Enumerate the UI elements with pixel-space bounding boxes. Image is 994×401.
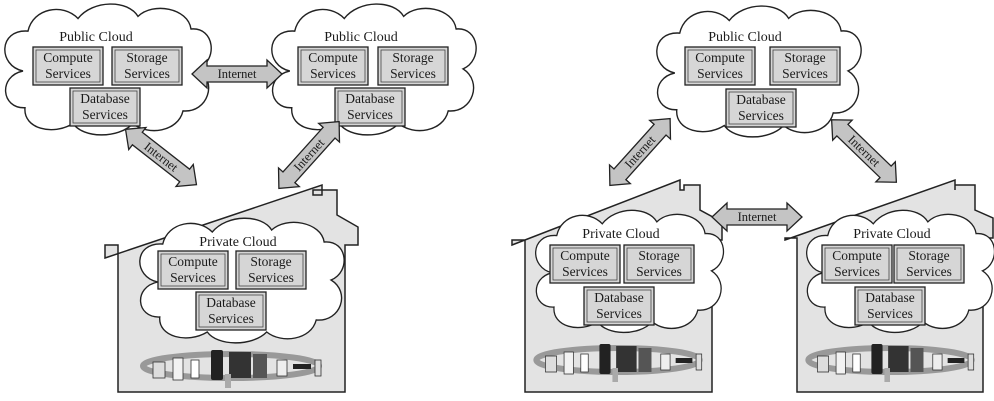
private-cloud-right-a-title: Private Cloud (582, 227, 659, 242)
storage-label-c1: Storage (784, 50, 825, 65)
database-label-a2: Services (82, 107, 128, 122)
compute-label-p1b: Services (170, 270, 216, 285)
storage-label-p1a: Storage (250, 254, 291, 269)
compute-label-c1: Compute (695, 50, 745, 65)
compute-label-p2b: Services (562, 264, 608, 279)
compute-label-a1: Compute (43, 50, 93, 65)
storage-label-b2: Services (390, 66, 436, 81)
storage-label-p2a: Storage (638, 248, 679, 263)
internet-arrow-top: Internet (191, 59, 283, 89)
database-label-a1: Database (80, 91, 129, 106)
compute-label-c2: Services (697, 66, 743, 81)
public-cloud-b-title: Public Cloud (324, 30, 398, 45)
internet-label-right: Internet (291, 135, 328, 174)
public-cloud-c-title: Public Cloud (708, 30, 782, 45)
public-cloud-a-title: Public Cloud (59, 30, 133, 45)
compute-label-b2: Services (310, 66, 356, 81)
database-label-p1a: Database (206, 295, 255, 310)
internet-label-between: Internet (738, 210, 777, 224)
database-label-b2: Services (347, 107, 393, 122)
compute-label-p3b: Services (834, 264, 880, 279)
database-label-p2a: Database (594, 290, 643, 305)
private-cloud-right-b-title: Private Cloud (853, 227, 930, 242)
database-label-c1: Database (736, 92, 785, 107)
database-label-b1: Database (345, 91, 394, 106)
private-cloud-left-title: Private Cloud (199, 235, 276, 250)
compute-label-p3a: Compute (832, 248, 882, 263)
storage-label-c2: Services (782, 66, 828, 81)
storage-label-p3b: Services (906, 264, 952, 279)
internet-arrow-between-houses: Internet (711, 202, 803, 232)
database-label-p3b: Services (867, 306, 913, 321)
storage-label-a2: Services (124, 66, 170, 81)
database-label-p1b: Services (208, 311, 254, 326)
internet-arrow-right-diagram-right: Internet (821, 109, 907, 193)
compute-label-a2: Services (45, 66, 91, 81)
database-label-p2b: Services (596, 306, 642, 321)
internet-label-rd-right: Internet (845, 132, 883, 169)
compute-label-b1: Compute (308, 50, 358, 65)
storage-label-a1: Storage (126, 50, 167, 65)
storage-label-b1: Storage (392, 50, 433, 65)
internet-label-rd-left: Internet (622, 132, 659, 171)
compute-label-p2a: Compute (560, 248, 610, 263)
database-label-p3a: Database (865, 290, 914, 305)
database-label-c2: Services (738, 108, 784, 123)
compute-label-p1a: Compute (168, 254, 218, 269)
internet-label-top: Internet (218, 67, 257, 81)
storage-label-p3a: Storage (908, 248, 949, 263)
storage-label-p1b: Services (248, 270, 294, 285)
storage-label-p2b: Services (636, 264, 682, 279)
internet-arrow-right-diagram-left: Internet (598, 108, 682, 196)
